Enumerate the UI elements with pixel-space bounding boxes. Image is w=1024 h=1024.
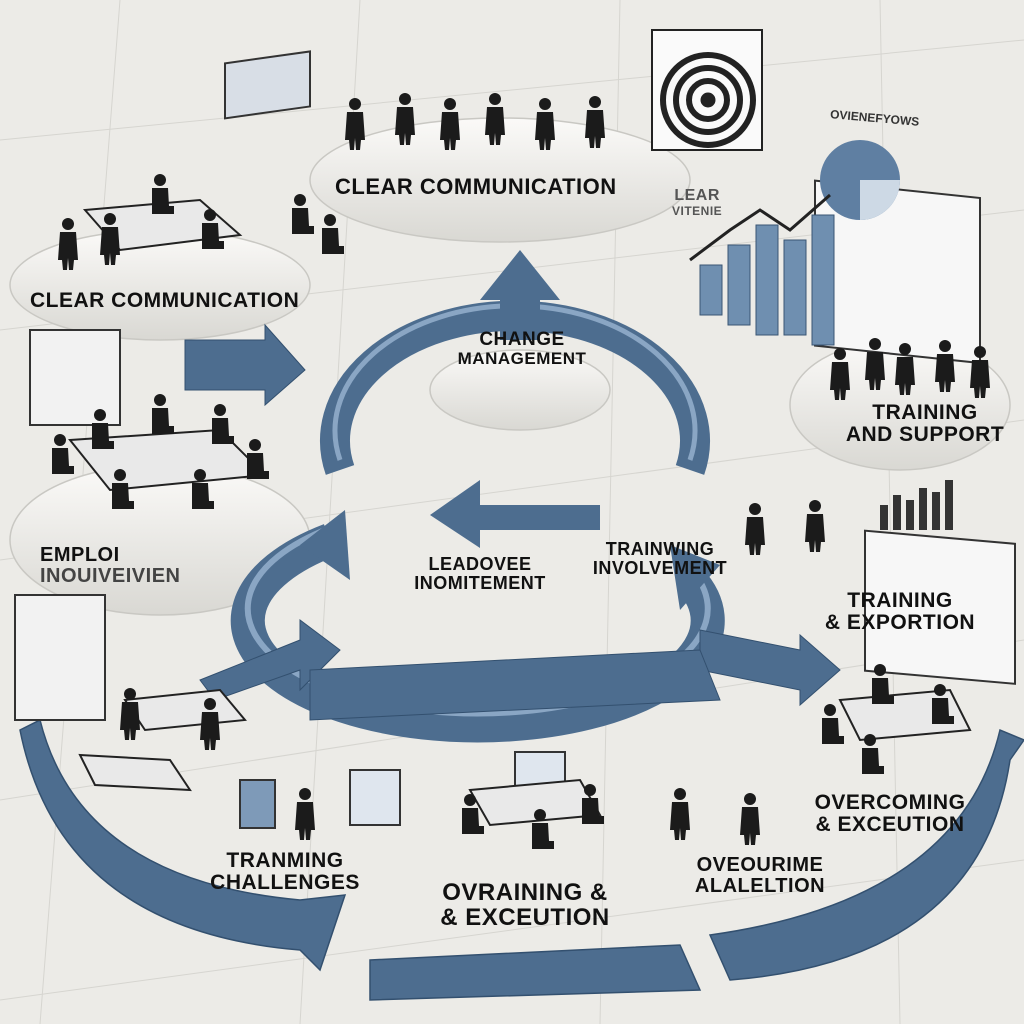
board-right-bars <box>880 480 953 530</box>
hub-line1: CHANGE <box>479 329 565 350</box>
label-center-left: LEADOVEE INOMITEMENT <box>395 555 565 593</box>
outer-arc-left <box>19 718 347 972</box>
laptop-screen-1 <box>239 779 276 829</box>
board-bottom-left <box>14 594 106 721</box>
platform-upper-left <box>9 229 311 341</box>
label-center-left-line2: INOMITEMENT <box>414 572 546 593</box>
outer-arc-bottom <box>369 944 702 1001</box>
up-arrow <box>480 250 560 340</box>
label-mid-right-line1: TRAINING <box>847 589 953 612</box>
label-right-line1: TRAINING <box>872 401 978 424</box>
label-bottom-mid-line2: ALALELTION <box>694 875 826 897</box>
arrow-bottom-center <box>309 649 721 721</box>
lear-line2: VITENIE <box>672 203 723 218</box>
label-bottom-right-line2: & EXCEUTION <box>815 813 965 837</box>
arrow-heads <box>300 250 720 610</box>
label-center-right-line1: TRAINWING <box>605 539 715 559</box>
label-upper-left-text: CLEAR COMMUNICATION <box>30 289 300 312</box>
hub-label: CHANGE MANAGEMENT <box>432 330 612 368</box>
ring-head-right <box>670 545 720 610</box>
label-bottom-center: OVRAINING & & EXCEUTION <box>405 879 645 932</box>
label-bottom-left-line2: CHALLENGES <box>210 871 360 895</box>
screen-left <box>29 329 121 426</box>
screens <box>14 50 1016 829</box>
outer-bottom-arrows <box>19 718 1024 1001</box>
label-mid-right-line2: & EXPORTION <box>824 611 976 635</box>
pie-chart-icon <box>820 140 900 220</box>
label-right-line2: AND SUPPORT <box>845 423 1005 447</box>
label-left-line2: INOUIVEIVIEN <box>40 565 181 587</box>
label-left: EMPLOI INOUIVEIVIEN <box>40 545 250 587</box>
arrow-left-mid <box>184 323 306 407</box>
label-upper-left: CLEAR COMMUNICATION <box>30 289 300 312</box>
screen-top-left <box>224 50 311 120</box>
platform-hub <box>429 349 611 431</box>
label-bottom-mid-line1: OVEOURIME <box>696 854 824 876</box>
platforms <box>9 117 1011 616</box>
label-bottom-center-line2: & EXCEUTION <box>440 904 610 932</box>
laptop-screen-2 <box>349 769 401 826</box>
table-bottom-left-2 <box>78 753 192 792</box>
ring-head-left <box>300 510 350 580</box>
board-right <box>864 529 1016 685</box>
outer-arc-right <box>708 728 1024 981</box>
side-arrows <box>184 323 841 721</box>
label-center-right: TRAINWING INVOLVEMENT <box>575 540 745 578</box>
table-bottom-center <box>468 778 602 827</box>
label-bottom-center-line1: OVRAINING & <box>442 879 608 906</box>
table-bottom-right <box>838 688 972 742</box>
hub-line2: MANAGEMENT <box>457 348 587 368</box>
arrow-right-lower <box>699 629 841 707</box>
target-board <box>651 29 763 151</box>
label-bottom-right: OVERCOMING & EXCEUTION <box>795 791 985 837</box>
label-bottom-left: TRANMING CHALLENGES <box>195 849 375 895</box>
label-bottom-right-line1: OVERCOMING <box>814 791 966 814</box>
lear-line1: LEAR <box>674 187 720 204</box>
label-left-line1: EMPLOI <box>40 544 120 566</box>
label-center-left-line1: LEADOVEE <box>428 554 532 574</box>
label-right: TRAINING AND SUPPORT <box>830 401 1020 447</box>
label-mid-right: TRAINING & EXPORTION <box>800 589 1000 635</box>
label-top-text: CLEAR COMMUNICATION <box>335 174 617 199</box>
label-center-right-line2: INVOLVEMENT <box>592 557 728 578</box>
left-inner-arrow <box>430 480 600 548</box>
label-top: CLEAR COMMUNICATION <box>335 175 617 198</box>
lear-label: LEAR VITENIE <box>672 187 723 218</box>
label-bottom-left-line1: TRANMING <box>226 849 344 872</box>
label-bottom-mid: OVEOURIME ALALELTION <box>670 855 850 897</box>
bar-chart-3d <box>689 193 835 346</box>
